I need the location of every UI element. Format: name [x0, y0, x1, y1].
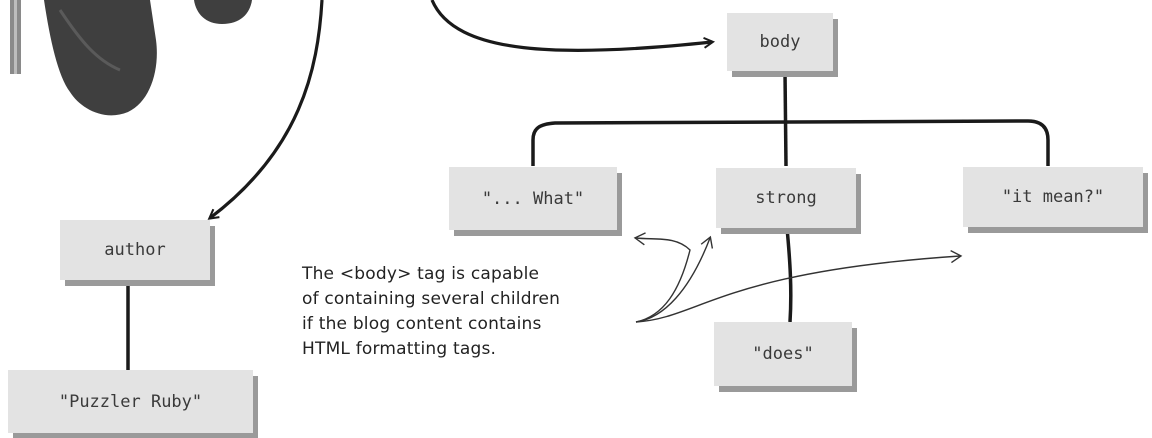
arrow-to-author — [210, 0, 324, 218]
pointer-to-strong — [635, 235, 714, 323]
annotation-note: The <body> tag is capable of containing … — [302, 262, 632, 362]
arrow-to-body — [430, 0, 712, 53]
node-puzzler-ruby: "Puzzler Ruby" — [8, 370, 253, 433]
node-body: body — [727, 13, 833, 71]
edge-strong-does — [785, 227, 793, 323]
edge-body-strong — [783, 71, 788, 167]
shoe-illustration — [10, 0, 252, 116]
node-author: author — [60, 220, 210, 280]
node-does: "does" — [714, 322, 852, 386]
node-it-mean: "it mean?" — [963, 167, 1143, 227]
annotation-line: if the blog content contains — [302, 314, 542, 334]
annotation-line: The <body> tag is capable — [302, 264, 540, 284]
edge-body-children — [531, 119, 1050, 166]
annotation-line: of containing several children — [302, 289, 561, 309]
pointer-to-what — [633, 232, 691, 323]
node-what: "... What" — [449, 167, 617, 230]
pointer-to-it-mean — [635, 249, 963, 323]
annotation-line: HTML formatting tags. — [302, 339, 497, 359]
node-strong: strong — [716, 168, 856, 228]
